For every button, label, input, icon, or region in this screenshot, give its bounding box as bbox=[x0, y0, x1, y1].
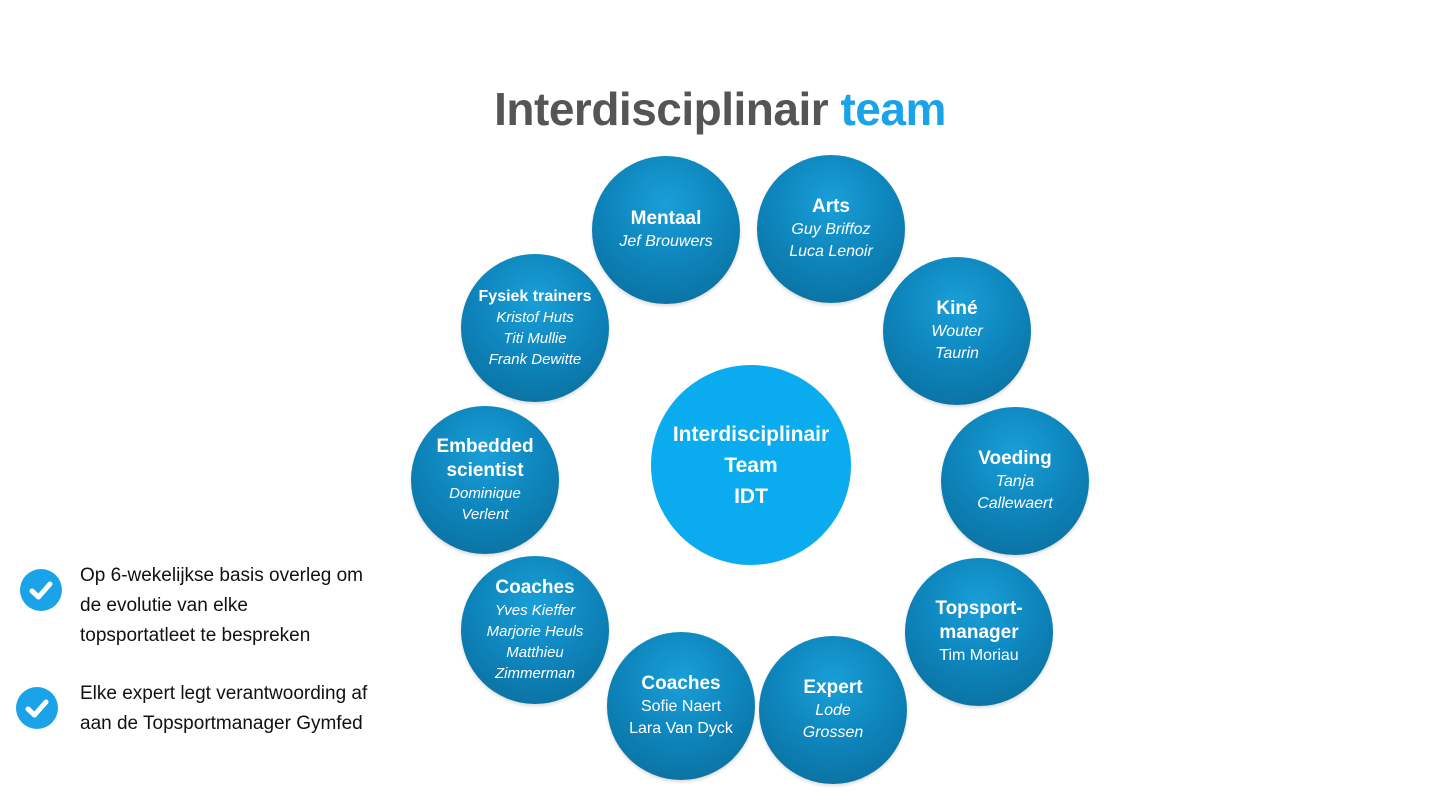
node-person: Guy Briffoz bbox=[791, 221, 871, 238]
page-title: Interdisciplinair team bbox=[0, 82, 1440, 136]
node-person: Luca Lenoir bbox=[789, 243, 873, 260]
center-line: Interdisciplinair bbox=[672, 422, 830, 446]
node-person: Lara Van Dyck bbox=[629, 720, 733, 737]
node-topsportmanager: Topsport- manager Tim Moriau bbox=[905, 558, 1053, 706]
bullet-line: Op 6-wekelijkse basis overleg om bbox=[80, 565, 364, 586]
node-role: Voeding bbox=[978, 448, 1052, 469]
node-person: Wouter bbox=[931, 323, 983, 340]
check-circle-icon bbox=[20, 569, 62, 611]
node-role: scientist bbox=[446, 460, 524, 481]
node-person: Lode bbox=[815, 702, 851, 719]
node-role: manager bbox=[939, 622, 1019, 643]
node-voeding: Voeding Tanja Callewaert bbox=[941, 407, 1089, 555]
node-person: Jef Brouwers bbox=[619, 233, 713, 250]
node-person: Sofie Naert bbox=[640, 698, 722, 715]
node-coaches-2: Coaches Yves Kieffer Marjorie Heuls Matt… bbox=[461, 556, 609, 704]
node-role: Topsport- bbox=[935, 598, 1023, 619]
node-person: Verlent bbox=[461, 506, 509, 523]
node-mentaal: Mentaal Jef Brouwers bbox=[592, 156, 740, 304]
node-person: Tanja bbox=[995, 473, 1035, 490]
node-role: Mentaal bbox=[630, 208, 702, 229]
title-main: Interdisciplinair bbox=[494, 83, 829, 135]
node-role: Coaches bbox=[495, 577, 575, 598]
node-person: Matthieu bbox=[506, 644, 564, 661]
node-role: Kiné bbox=[936, 298, 978, 319]
bullet-line: aan de Topsportmanager Gymfed bbox=[80, 713, 363, 734]
node-fysiek-trainers: Fysiek trainers Kristof Huts Titi Mullie… bbox=[461, 254, 609, 402]
check-circle-icon bbox=[16, 687, 58, 729]
node-kine: Kiné Wouter Taurin bbox=[883, 257, 1031, 405]
center-line: Team bbox=[724, 453, 778, 477]
node-role: Fysiek trainers bbox=[478, 288, 592, 305]
bullet-line: de evolutie van elke bbox=[80, 595, 248, 616]
node-role: Embedded bbox=[436, 436, 534, 457]
bullet-line: Elke expert legt verantwoording af bbox=[80, 683, 368, 704]
node-person: Marjorie Heuls bbox=[486, 623, 584, 640]
node-embedded-scientist: Embedded scientist Dominique Verlent bbox=[411, 406, 559, 554]
node-person: Grossen bbox=[802, 724, 864, 741]
node-arts: Arts Guy Briffoz Luca Lenoir bbox=[757, 155, 905, 303]
node-person: Dominique bbox=[449, 485, 521, 502]
node-person: Titi Mullie bbox=[503, 330, 567, 347]
node-person: Kristof Huts bbox=[496, 309, 574, 326]
bullet-line: topsportatleet te bespreken bbox=[80, 625, 311, 646]
node-person: Frank Dewitte bbox=[488, 351, 582, 368]
node-person: Taurin bbox=[935, 345, 979, 362]
node-person: Yves Kieffer bbox=[494, 602, 576, 619]
center-line: IDT bbox=[734, 484, 768, 508]
node-person: Callewaert bbox=[977, 495, 1053, 512]
node-expert: Expert Lode Grossen bbox=[759, 636, 907, 784]
node-person: Tim Moriau bbox=[939, 647, 1019, 664]
center-node: Interdisciplinair Team IDT bbox=[651, 365, 851, 565]
node-coaches-1: Coaches Sofie Naert Lara Van Dyck bbox=[607, 632, 755, 780]
bullet-text: Op 6-wekelijkse basis overleg om de evol… bbox=[80, 561, 410, 651]
node-role: Coaches bbox=[641, 673, 721, 694]
title-accent: team bbox=[840, 83, 946, 135]
node-role: Arts bbox=[811, 196, 850, 217]
node-person: Zimmerman bbox=[494, 665, 575, 682]
node-role: Expert bbox=[803, 677, 863, 698]
bullet-text: Elke expert legt verantwoording af aan d… bbox=[80, 679, 410, 739]
